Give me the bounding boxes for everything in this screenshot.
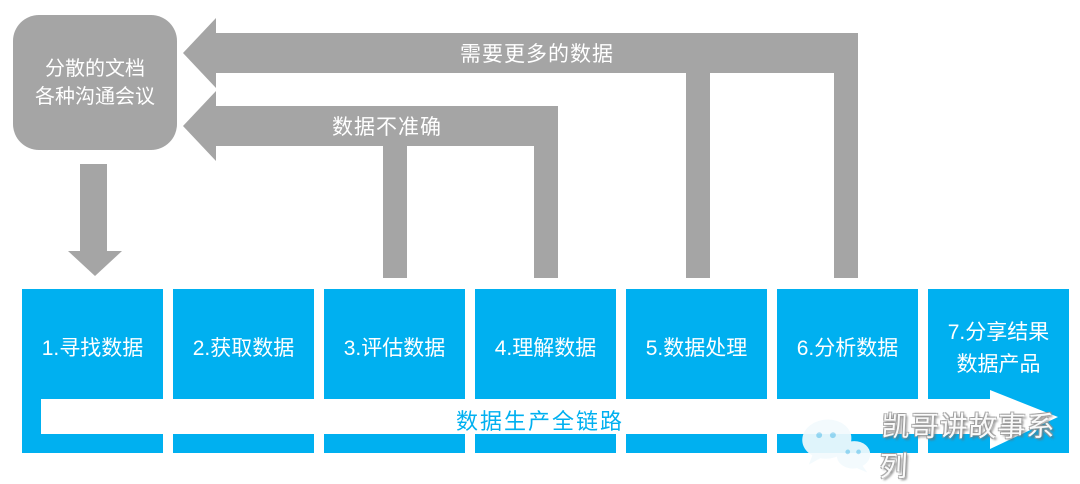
down-arrow-shaft — [80, 164, 107, 252]
stage-2-label: 2.获取数据 — [192, 337, 295, 360]
feedback-arrow-1: 需要更多的数据 — [216, 33, 858, 73]
stage-6-label: 6.分析数据 — [796, 337, 899, 360]
feedback-arrow-1-head-icon — [183, 18, 216, 88]
connector-stage6-to-arrow1 — [834, 72, 858, 278]
pipeline-banner-arrow — [41, 390, 1058, 449]
watermark-label: 凯哥讲故事系列 — [878, 411, 1057, 482]
stage-3-label: 3.评估数据 — [343, 337, 446, 360]
connector-stage4-to-arrow2 — [534, 145, 558, 278]
wechat-icon — [802, 419, 871, 473]
stage-5-label: 5.数据处理 — [645, 337, 748, 360]
connector-stage5-to-arrow1 — [686, 72, 710, 278]
stage-1-label: 1.寻找数据 — [41, 337, 144, 360]
feedback-arrow-2: 数据不准确 — [216, 106, 558, 146]
feedback-arrow-2-label: 数据不准确 — [332, 116, 442, 139]
connector-stage3-to-arrow2 — [383, 145, 407, 278]
stage-4-label: 4.理解数据 — [494, 337, 597, 360]
feedback-arrow-2-head-icon — [183, 91, 216, 161]
source-box-line2: 各种沟通会议 — [35, 85, 155, 108]
stage-7-label: 7.分享结果数据产品 — [947, 321, 1050, 376]
watermark: 凯哥讲故事系列 — [798, 405, 1080, 484]
pipeline-banner-label: 数据生产全链路 — [455, 409, 624, 434]
source-box: 分散的文档 各种沟通会议 — [13, 15, 177, 150]
source-box-line1: 分散的文档 — [45, 57, 145, 80]
feedback-arrow-1-label: 需要更多的数据 — [460, 43, 614, 66]
down-arrow-head-icon — [68, 251, 122, 276]
